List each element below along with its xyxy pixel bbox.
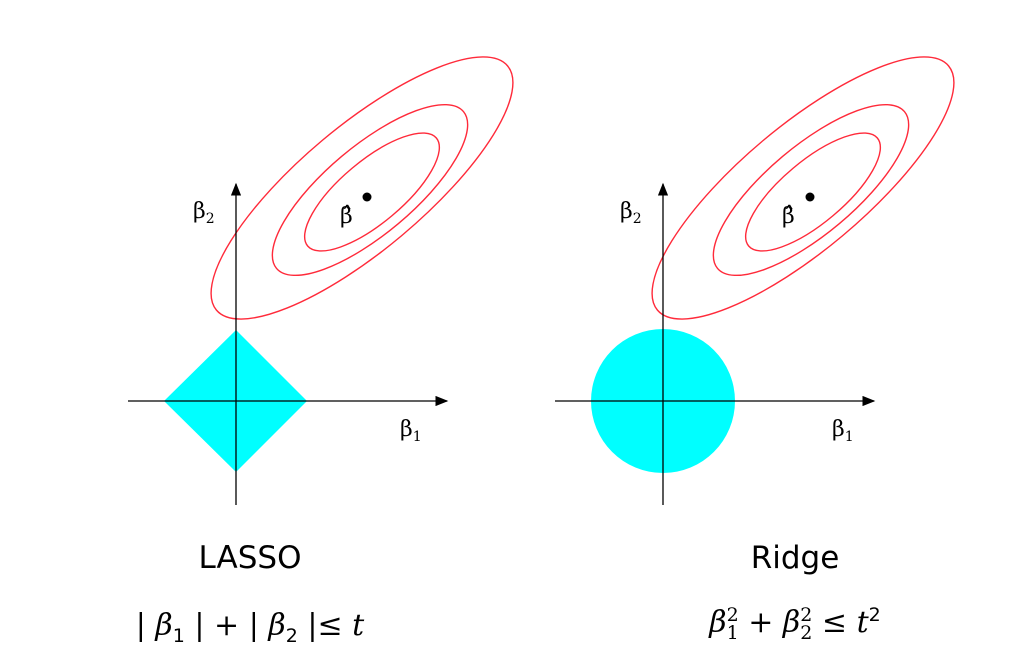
beta-hat-label: β̂ — [340, 204, 353, 229]
contour-middle — [271, 103, 469, 277]
lasso-panel: β2 β1 β̂ — [128, 56, 514, 505]
subscript: 2 — [800, 622, 813, 644]
superscript: 2 — [868, 604, 881, 626]
t-symbol: t — [352, 608, 365, 643]
operator: + — [748, 605, 774, 640]
contour-inner — [744, 132, 882, 252]
subscript: 1 — [172, 625, 185, 647]
beta-hat-point — [362, 192, 372, 202]
relation: ≤ — [821, 605, 848, 640]
contour-middle — [712, 103, 910, 277]
contour-outer — [651, 56, 955, 320]
ridge-contours — [651, 56, 955, 320]
beta-symbol: β — [709, 605, 727, 640]
lasso-title: LASSO — [198, 540, 302, 576]
ridge-panel: β2 β1 β̂ — [555, 56, 955, 505]
beta-hat-point — [805, 192, 815, 202]
subscript: 1 — [726, 622, 739, 644]
subscript: 2 — [285, 625, 298, 647]
abs-bar: | — [135, 608, 146, 643]
beta-hat-label: β̂ — [782, 204, 795, 229]
superscript: 2 — [800, 604, 813, 626]
beta1-label: β1 — [832, 417, 854, 445]
beta2-label: β2 — [620, 199, 642, 227]
lasso-formula: | β1 | + | β2 |≤ t — [136, 608, 364, 647]
superscript: 2 — [726, 604, 739, 626]
contour-inner — [303, 132, 441, 252]
beta-symbol: β — [155, 608, 173, 643]
ridge-title: Ridge — [750, 540, 840, 576]
t-symbol: t — [856, 605, 869, 640]
contour-outer — [210, 56, 514, 320]
beta-symbol: β — [782, 605, 801, 640]
operator: | + | — [194, 608, 259, 643]
relation: |≤ — [307, 608, 343, 643]
beta1-label: β1 — [400, 417, 422, 445]
beta-symbol: β — [268, 608, 286, 643]
lasso-contours — [210, 56, 514, 320]
beta2-label: β2 — [193, 199, 215, 227]
